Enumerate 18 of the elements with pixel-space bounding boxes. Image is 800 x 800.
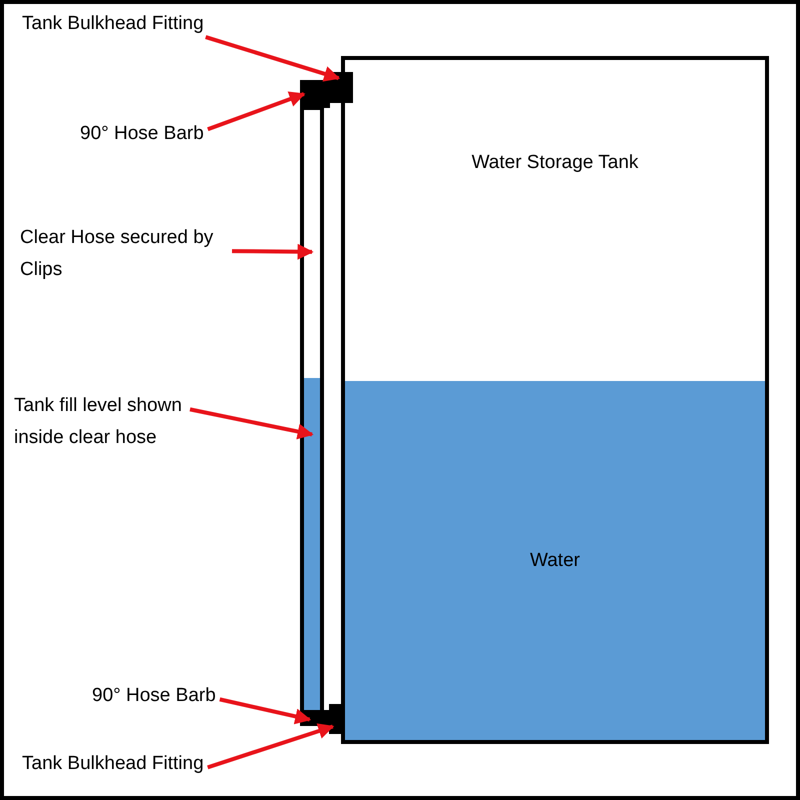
arrow <box>207 91 306 132</box>
tank-title: Water Storage Tank <box>470 152 640 174</box>
arrow <box>232 244 314 260</box>
arrow <box>207 723 334 770</box>
callout-label: 90° Hose Barb <box>92 680 216 712</box>
callout-label: Clear Hose secured by Clips <box>20 222 230 287</box>
bulkhead-fitting <box>329 704 344 734</box>
arrow <box>205 35 340 82</box>
hose-barb <box>300 80 330 108</box>
water-body: Water <box>345 381 765 740</box>
water-level <box>304 378 320 710</box>
arrow <box>219 697 312 724</box>
callout-label: Tank fill level shown inside clear hose <box>14 390 186 455</box>
callout-label: Tank Bulkhead Fitting <box>22 748 204 780</box>
callout-label: Tank Bulkhead Fitting <box>22 8 204 40</box>
storage-tank <box>341 56 769 744</box>
callout-label: 90° Hose Barb <box>80 118 204 150</box>
arrow <box>190 407 314 440</box>
